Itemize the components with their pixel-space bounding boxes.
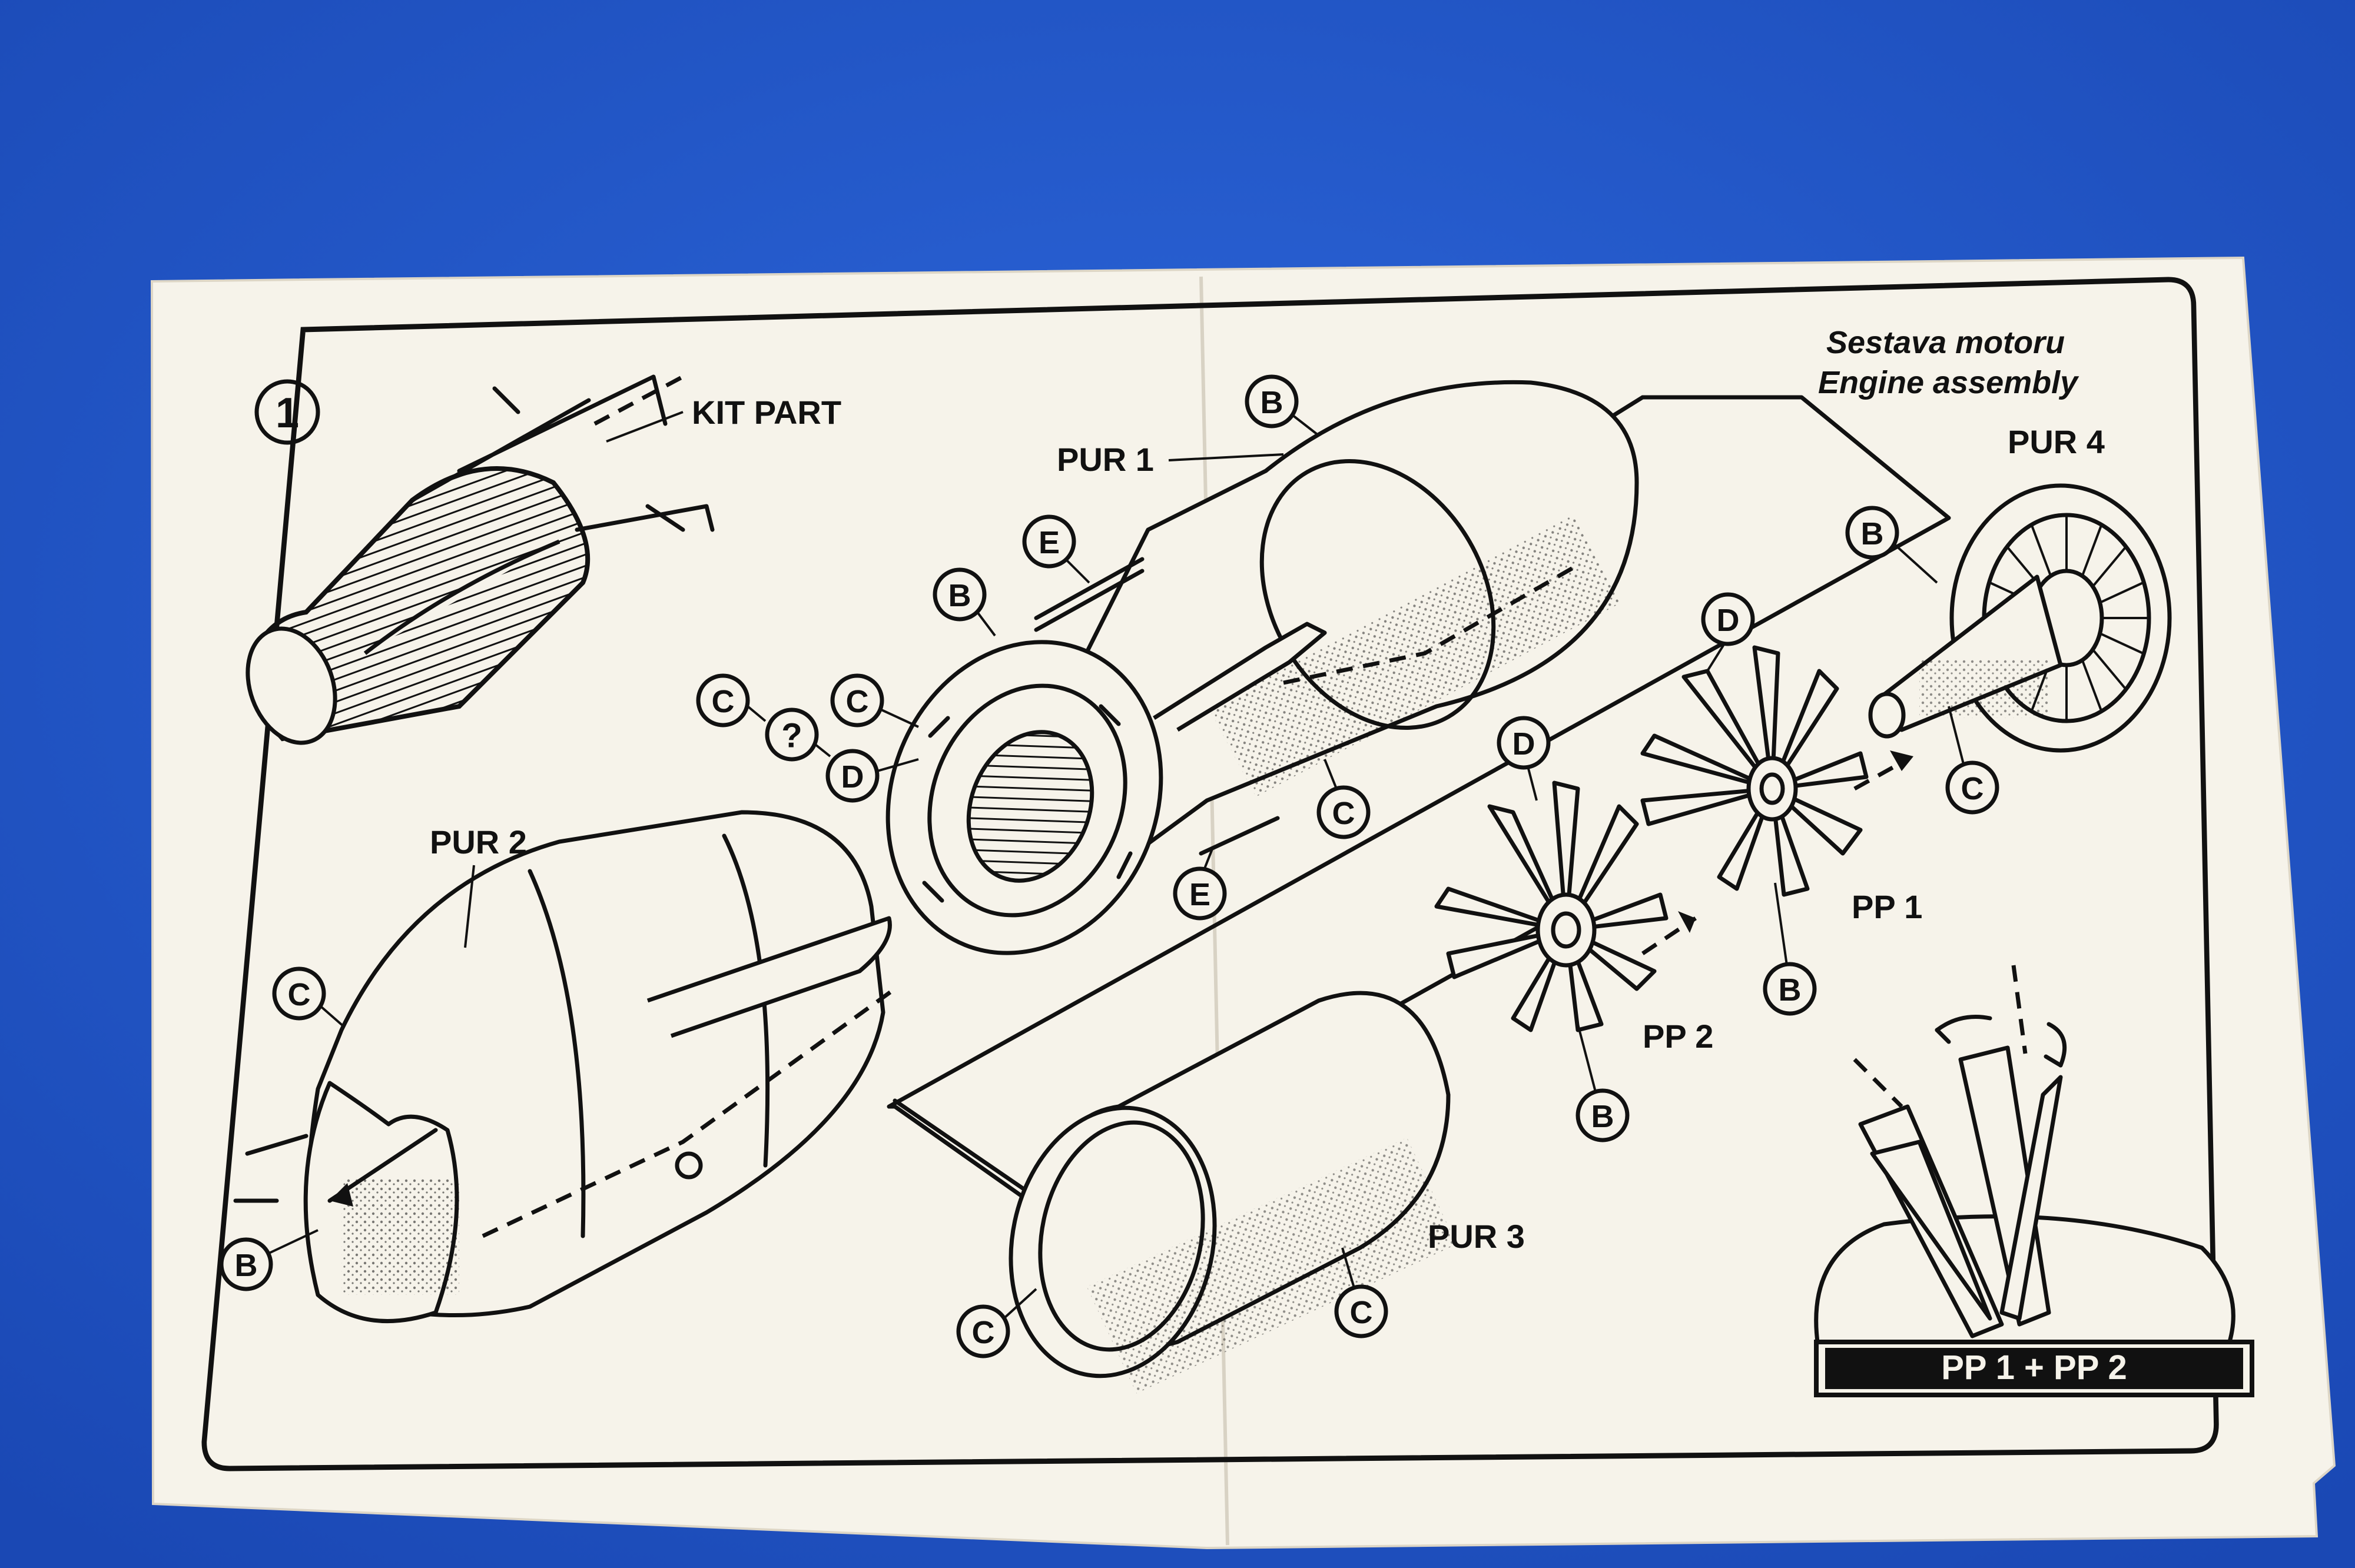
callout-c-left: C: [696, 673, 750, 727]
guide-plane: [887, 395, 1951, 1250]
pur3-part: [1009, 991, 1457, 1394]
callout-b-pur4: B: [1845, 506, 1899, 560]
label-pp2: PP 2: [1643, 1018, 1713, 1055]
svg-text:D: D: [1512, 726, 1535, 762]
svg-text:B: B: [1779, 972, 1802, 1008]
pur4-part: [1868, 483, 2172, 753]
label-kit-part: KIT PART: [692, 394, 841, 431]
svg-text:B: B: [1261, 385, 1283, 420]
callout-b-ring: B: [933, 567, 987, 622]
pur1-ring: [885, 640, 1163, 955]
step-number-badge: 1: [254, 379, 320, 445]
callout-c-pur2: C: [272, 966, 326, 1021]
callout-d-pp2: D: [1497, 716, 1551, 770]
paper-sheet: [150, 256, 2336, 1550]
svg-text:?: ?: [781, 717, 802, 755]
svg-text:C: C: [712, 684, 735, 719]
callout-c-pur4: C: [1945, 760, 1999, 815]
svg-text:B: B: [1861, 516, 1884, 552]
question-mark: ?: [765, 707, 819, 762]
label-pp1: PP 1: [1852, 888, 1922, 925]
title-czech: Sestava motoru: [1826, 325, 2065, 360]
step-number: 1: [276, 390, 299, 437]
svg-text:E: E: [1039, 525, 1060, 560]
kit-part-drawing: [246, 374, 715, 745]
label-pur3: PUR 3: [1428, 1218, 1525, 1255]
pur2-part: [233, 810, 897, 1323]
callout-e-top: E: [1022, 514, 1076, 569]
svg-text:B: B: [1591, 1099, 1614, 1134]
pp2-part: [1434, 780, 1669, 1032]
svg-text:B: B: [948, 578, 971, 613]
callout-e-bottom: E: [1173, 866, 1227, 921]
inset-caption: PP 1 + PP 2: [1941, 1348, 2127, 1387]
callout-c-pur1: C: [1316, 785, 1371, 839]
diagram-frame: [201, 277, 2219, 1471]
pur1-part: [1010, 380, 1639, 868]
callout-c-pur3: C: [1334, 1284, 1388, 1338]
inset-detail: [1814, 965, 2254, 1397]
svg-text:C: C: [846, 684, 869, 719]
svg-text:C: C: [972, 1315, 995, 1350]
callout-b-pp2: B: [1575, 1088, 1630, 1142]
svg-text:B: B: [235, 1248, 258, 1283]
title-english: Engine assembly: [1818, 365, 2079, 400]
callout-b-pp1: B: [1763, 962, 1817, 1016]
callout-c-ring: C: [830, 673, 884, 727]
svg-text:D: D: [1717, 603, 1740, 638]
callout-b-pur2: B: [219, 1237, 273, 1291]
label-pur1: PUR 1: [1057, 441, 1154, 478]
svg-text:C: C: [1350, 1295, 1373, 1330]
callout-d-ring: D: [825, 749, 880, 803]
pp1-part: [1640, 645, 1869, 897]
label-pur2: PUR 2: [430, 823, 527, 861]
callout-d-pp1: D: [1701, 592, 1755, 646]
svg-text:C: C: [1332, 796, 1355, 831]
svg-text:D: D: [841, 759, 864, 795]
callout-c-pur3-front: C: [956, 1304, 1010, 1358]
svg-text:E: E: [1189, 877, 1210, 912]
svg-text:C: C: [288, 977, 311, 1012]
callout-b-pur1: B: [1245, 374, 1299, 428]
label-pur4: PUR 4: [2008, 423, 2105, 460]
svg-text:C: C: [1961, 771, 1984, 806]
